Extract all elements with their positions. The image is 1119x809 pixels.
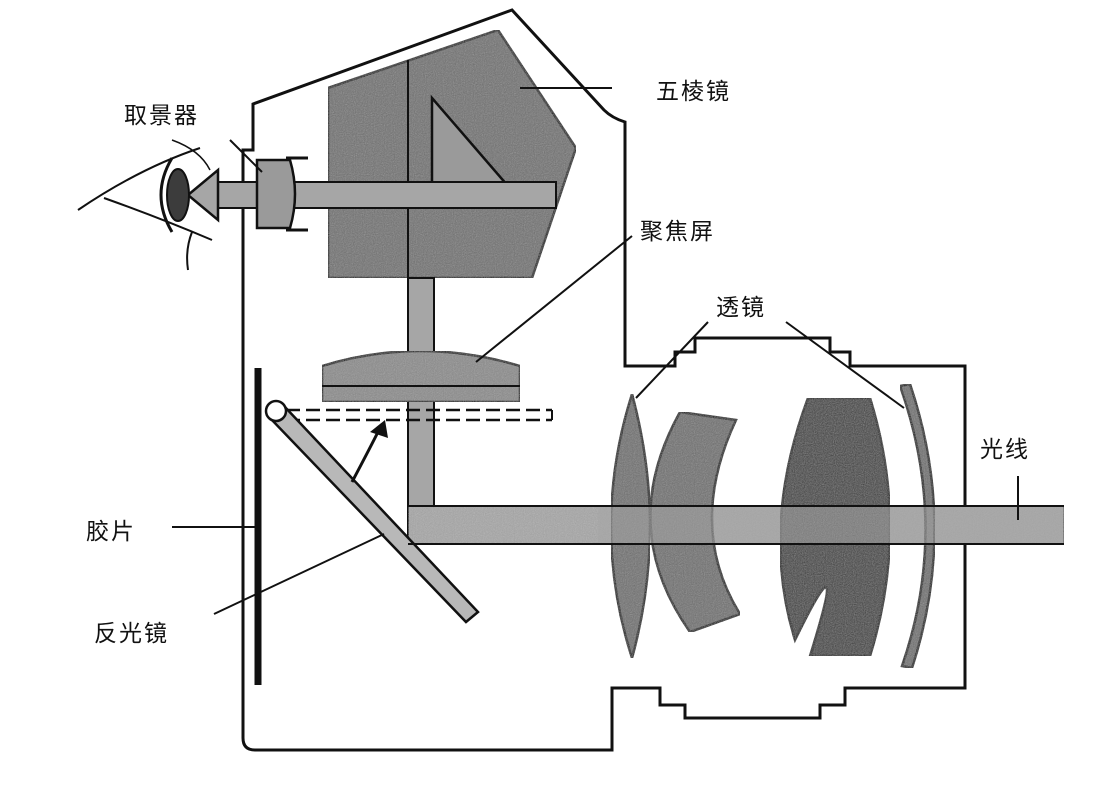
label-lens: 透镜 [716,295,766,321]
leader-focusing-screen [475,235,633,363]
mirror-movement-arrow [350,427,382,483]
arrow-icon [186,167,220,223]
label-pentaprism: 五棱镜 [656,79,731,105]
eyepiece-lens [255,158,297,230]
eye-icon [77,139,213,271]
label-light-ray: 光线 [980,437,1030,463]
label-mirror: 反光镜 [94,621,169,647]
leader-lens-right [785,321,905,409]
leader-lens-left [635,321,709,399]
label-film: 胶片 [86,519,136,545]
focusing-screen [320,349,522,404]
camera-body [241,8,967,752]
mirror-arrow-head [370,420,388,438]
leader-mirror [213,533,385,615]
label-viewfinder: 取景器 [124,103,199,129]
light-path-overlay [598,506,1064,544]
lens-element-4 [898,382,936,670]
leader-viewfinder [229,139,263,173]
label-focusing-screen: 聚焦屏 [640,219,715,245]
hinge-icon [264,399,288,423]
